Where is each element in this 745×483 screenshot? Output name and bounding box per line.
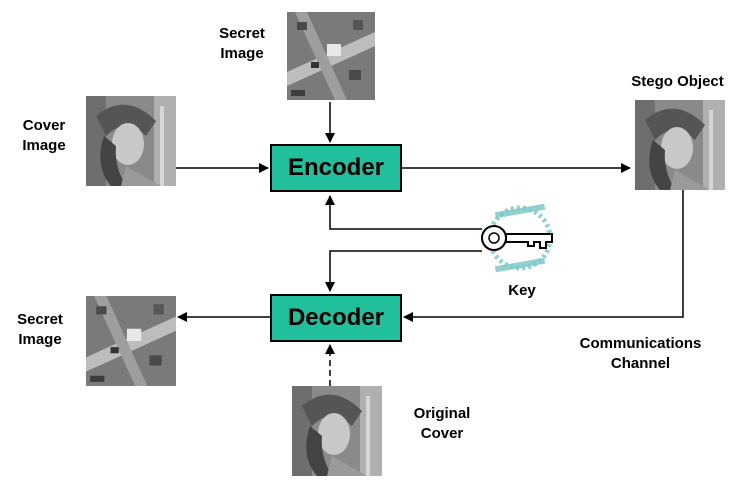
- arrow-key-to-decoder: [325, 250, 482, 292]
- encoder-block: Encoder: [270, 144, 402, 192]
- original-cover-image: [292, 386, 382, 476]
- secret-image-label-top: Secret Image: [219, 25, 265, 62]
- cover-image-label: Cover Image: [22, 117, 66, 154]
- arrow-channel-to-decoder: [403, 190, 684, 322]
- stego-object-label: Stego Object: [631, 73, 724, 90]
- cover-image: [86, 96, 176, 186]
- secret-image-label-left: Secret Image: [17, 311, 63, 348]
- decoder-block: Decoder: [270, 294, 402, 342]
- arrow-key-to-encoder: [325, 195, 482, 230]
- stego-object-image: [635, 100, 725, 190]
- original-cover-label: Original Cover: [413, 405, 471, 442]
- key-icon: [470, 200, 570, 276]
- communications-channel-label: Communications Channel: [579, 335, 702, 372]
- key-label: Key: [508, 282, 536, 299]
- secret-image-top: [287, 12, 375, 100]
- secret-image-recovered: [86, 296, 176, 386]
